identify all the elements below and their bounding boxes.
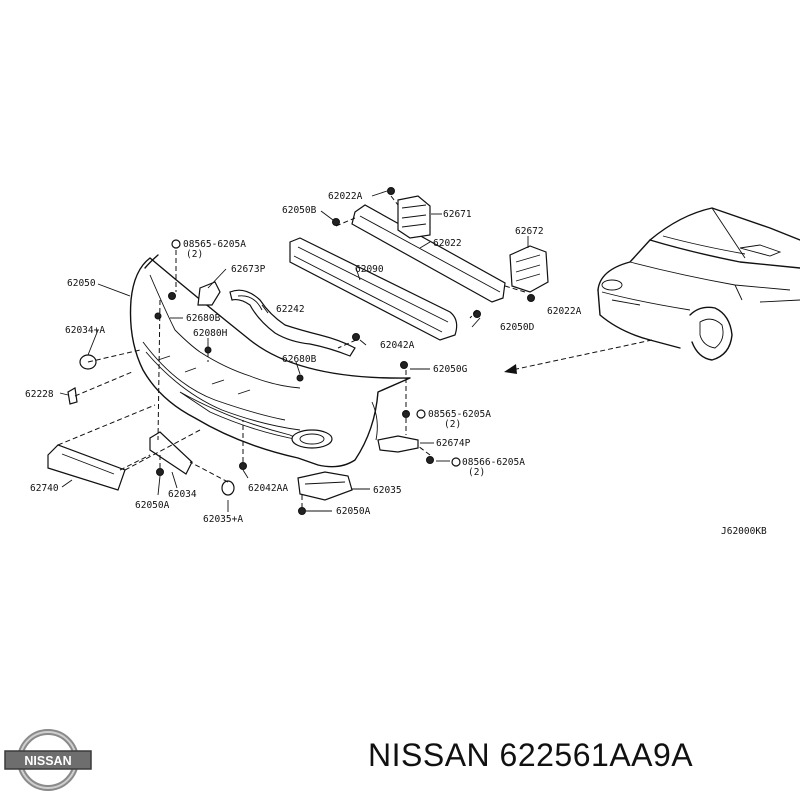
label-62090: 62090 — [355, 264, 384, 275]
bracket-62673P — [197, 281, 221, 306]
label-62034: 62034 — [168, 489, 197, 500]
part-labels: 62022A 62050B 62671 62672 62022 08565-62… — [25, 191, 767, 537]
label-62672: 62672 — [515, 226, 544, 237]
bracket-62034 — [149, 431, 193, 475]
grommet-62035A — [221, 480, 235, 496]
bracket-62672 — [509, 245, 549, 293]
label-62050A-bottom: 62050A — [336, 506, 371, 517]
label-62680B-left: 62680B — [186, 313, 221, 324]
label-62042AA: 62042AA — [248, 483, 288, 494]
leader-lines — [59, 190, 529, 512]
vehicle-sketch — [597, 207, 800, 361]
label-62034A: 62034+A — [65, 325, 105, 336]
reinforcement-beam — [289, 237, 458, 341]
label-08565-left: 08565-6205A — [183, 239, 246, 250]
label-62671: 62671 — [443, 209, 472, 220]
nissan-logo: NISSAN — [4, 729, 92, 791]
bumper-fascia — [129, 254, 411, 468]
hook-62228 — [67, 387, 78, 405]
diagram-code: J62000KB — [721, 526, 767, 537]
label-62022A-right: 62022A — [547, 306, 582, 317]
assembly-lines — [57, 195, 526, 508]
label-62035: 62035 — [373, 485, 402, 496]
label-62080H: 62080H — [193, 328, 228, 339]
label-62042A: 62042A — [380, 340, 415, 351]
label-62050A-left: 62050A — [135, 500, 170, 511]
label-08565-right-qty: (2) — [444, 419, 461, 430]
label-08565-right: 08565-6205A — [428, 409, 491, 420]
label-62050B: 62050B — [282, 205, 317, 216]
direction-arrow — [504, 339, 653, 374]
label-62022: 62022 — [433, 238, 462, 249]
cover-62035 — [297, 471, 353, 501]
bracket-62242 — [229, 289, 356, 357]
label-62740: 62740 — [30, 483, 59, 494]
label-62050: 62050 — [67, 278, 96, 289]
logo-text: NISSAN — [24, 754, 71, 768]
label-62680B-mid: 62680B — [282, 354, 317, 365]
bracket-62671 — [397, 195, 431, 239]
label-08566-qty: (2) — [468, 467, 485, 478]
label-62228: 62228 — [25, 389, 54, 400]
label-62022A-top: 62022A — [328, 191, 363, 202]
label-62674P: 62674P — [436, 438, 471, 449]
label-62673P: 62673P — [231, 264, 266, 275]
bracket-62674P — [377, 435, 419, 453]
label-62242: 62242 — [276, 304, 305, 315]
upper-bar — [351, 204, 506, 303]
label-62050D: 62050D — [500, 322, 535, 333]
label-62035A: 62035+A — [203, 514, 243, 525]
label-08566: 08566-6205A — [462, 457, 525, 468]
license-plate-bracket — [47, 444, 126, 491]
label-62050G: 62050G — [433, 364, 468, 375]
part-number-caption: NISSAN 622561AA9A — [368, 737, 694, 773]
label-08565-left-qty: (2) — [186, 249, 203, 260]
